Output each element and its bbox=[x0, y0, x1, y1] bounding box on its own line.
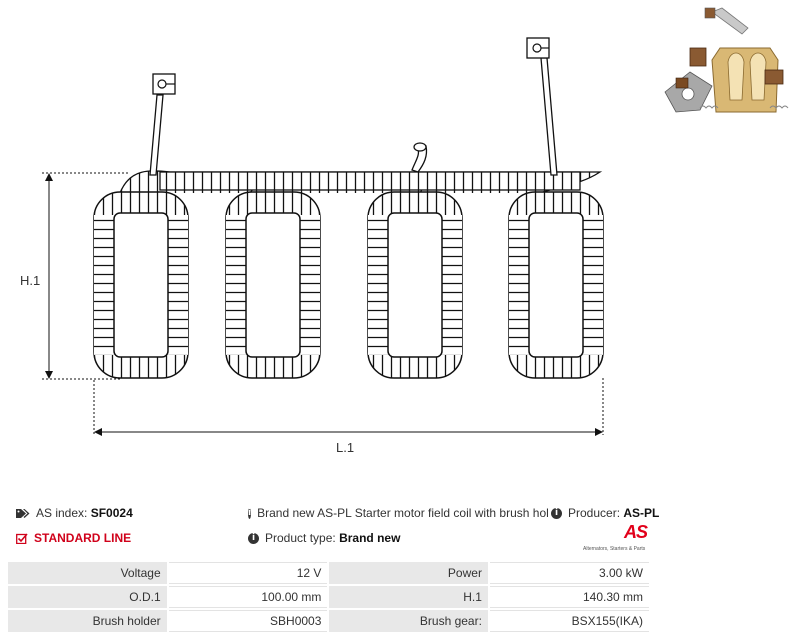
spec-value: 3.00 kW bbox=[489, 562, 649, 584]
spec-value: 12 V bbox=[168, 562, 328, 584]
spec-value: 140.30 mm bbox=[489, 586, 649, 608]
info-icon: i bbox=[551, 507, 562, 519]
field-coil-diagram: H.1 L.1 bbox=[20, 5, 800, 455]
height-dimension: H.1 bbox=[20, 172, 130, 380]
tags-icon bbox=[16, 508, 30, 518]
spec-label: Brush holder bbox=[8, 610, 167, 632]
length-dimension: L.1 bbox=[93, 378, 604, 455]
middle-terminal bbox=[411, 142, 428, 173]
product-type: i Product type: Brand new bbox=[248, 531, 400, 545]
spec-label: Voltage bbox=[8, 562, 167, 584]
description: i Brand new AS-PL Starter motor field co… bbox=[248, 506, 548, 520]
spec-value: BSX155(IKA) bbox=[489, 610, 649, 632]
spec-label: Brush gear: bbox=[329, 610, 488, 632]
right-terminal bbox=[526, 37, 558, 176]
left-terminal bbox=[149, 73, 176, 176]
spec-value: SBH0003 bbox=[168, 610, 328, 632]
description-text: Brand new AS-PL Starter motor field coil… bbox=[257, 506, 548, 520]
producer-label: Producer: bbox=[568, 506, 621, 520]
standard-line: STANDARD LINE bbox=[16, 531, 131, 545]
check-square-icon bbox=[16, 532, 28, 544]
table-row: O.D.1 100.00 mm H.1 140.30 mm bbox=[8, 586, 649, 608]
coil-2 bbox=[225, 191, 321, 379]
spec-label: H.1 bbox=[329, 586, 488, 608]
as-index: AS index: SF0024 bbox=[16, 506, 133, 520]
spec-label: O.D.1 bbox=[8, 586, 167, 608]
producer-value: AS-PL bbox=[623, 506, 660, 520]
info-icon: i bbox=[248, 532, 259, 544]
length-label: L.1 bbox=[336, 440, 354, 455]
connecting-wires bbox=[119, 170, 603, 194]
product-type-label: Product type: bbox=[265, 531, 336, 545]
product-type-value: Brand new bbox=[339, 531, 401, 545]
as-index-value: SF0024 bbox=[90, 506, 133, 520]
coil-3 bbox=[367, 191, 463, 379]
spec-value: 100.00 mm bbox=[168, 586, 328, 608]
coil-1 bbox=[93, 191, 189, 379]
product-photo bbox=[662, 5, 800, 125]
specs-table: Voltage 12 V Power 3.00 kW O.D.1 100.00 … bbox=[8, 560, 649, 634]
height-label: H.1 bbox=[20, 273, 40, 288]
standard-line-text: STANDARD LINE bbox=[34, 531, 132, 545]
producer: i Producer: AS-PL bbox=[551, 506, 660, 520]
brand-logo: AS Alternators, Starters & Parts bbox=[583, 522, 651, 552]
as-index-label: AS index: bbox=[36, 506, 88, 520]
table-row: Brush holder SBH0003 Brush gear: BSX155(… bbox=[8, 610, 649, 632]
table-row: Voltage 12 V Power 3.00 kW bbox=[8, 562, 649, 584]
brand-logo-text: AS bbox=[623, 522, 648, 542]
info-icon: i bbox=[248, 507, 252, 519]
spec-label: Power bbox=[329, 562, 488, 584]
coil-4 bbox=[508, 191, 604, 379]
brand-logo-tagline: Alternators, Starters & Parts bbox=[583, 546, 646, 552]
